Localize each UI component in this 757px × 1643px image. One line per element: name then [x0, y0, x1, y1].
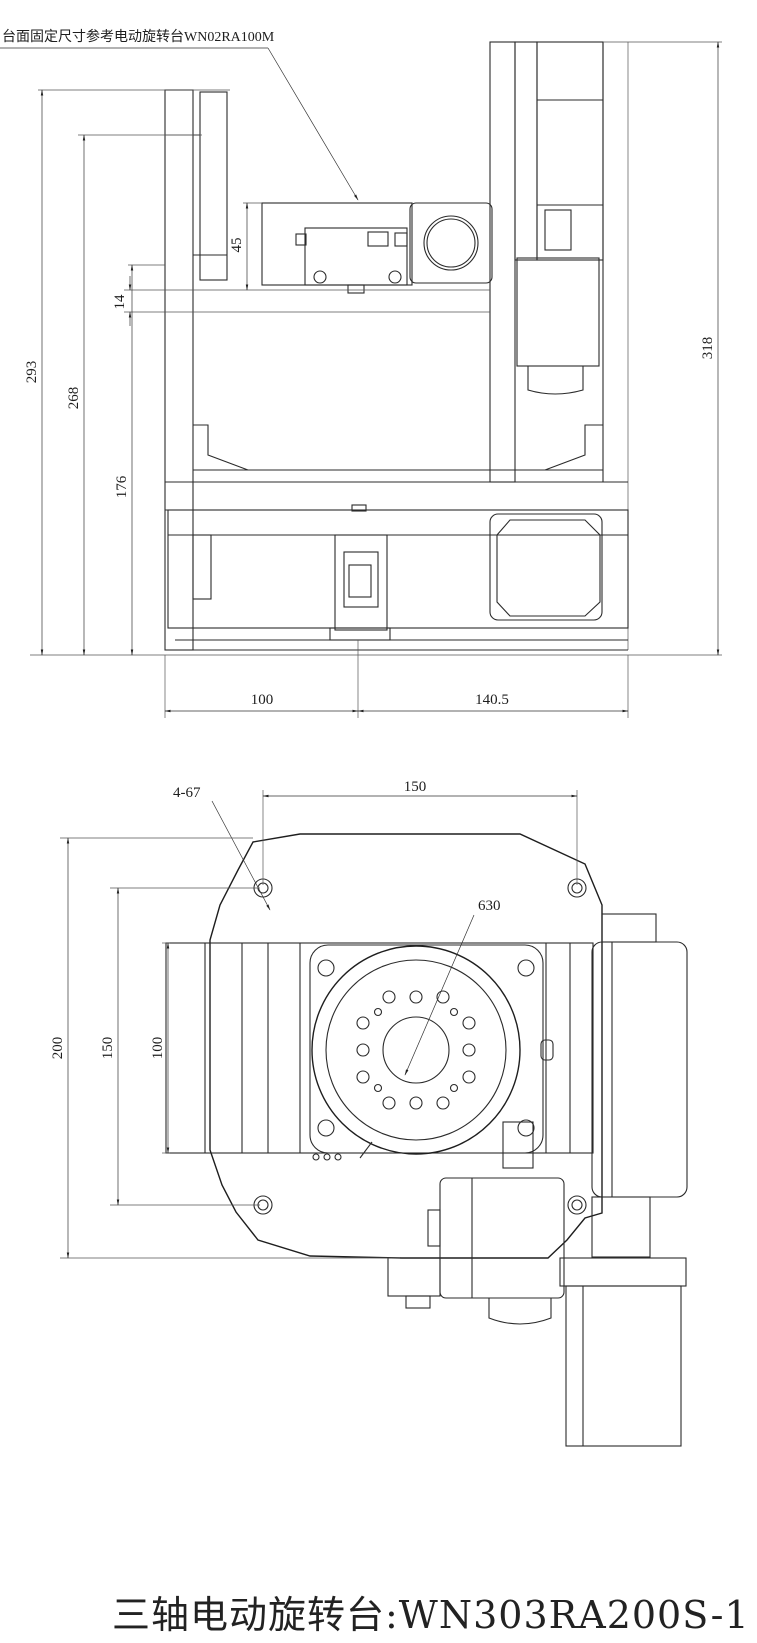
svg-text:150: 150	[100, 1037, 116, 1060]
dim-140-5: 140.5	[357, 692, 629, 713]
lower-actuator	[312, 1121, 565, 1325]
dim-100-vertical: 100	[150, 942, 170, 1154]
svg-text:176: 176	[114, 475, 130, 498]
svg-text:318: 318	[700, 337, 716, 360]
svg-text:45: 45	[229, 238, 245, 253]
dim-150-horizontal: 150	[262, 779, 578, 885]
dim-630: 630	[404, 898, 501, 1076]
corner-holes	[253, 878, 587, 1215]
plan-view: 150 4-67 630 200 150 100	[50, 779, 688, 1447]
l-bracket	[165, 424, 628, 511]
dim-100-horizontal: 100	[164, 692, 359, 713]
dim-45: 45	[229, 202, 249, 291]
dim-176: 176	[114, 264, 134, 656]
dim-14: 14	[112, 276, 132, 326]
rotation-table	[309, 944, 554, 1155]
dim-200-vertical: 200	[50, 837, 400, 1259]
right-column	[489, 41, 722, 650]
extension-lines	[30, 89, 722, 718]
side-elevation-view: 台面固定尺寸参考电动旋转台WN02RA100M	[0, 28, 722, 718]
svg-text:200: 200	[50, 1037, 66, 1060]
svg-text:293: 293	[24, 361, 40, 384]
table-holes	[356, 990, 476, 1110]
left-column	[164, 89, 228, 651]
svg-text:630: 630	[478, 898, 501, 914]
drawing-caption: 三轴电动旋转台:WN303RA200S-1	[112, 1593, 750, 1637]
svg-text:14: 14	[112, 294, 128, 310]
reference-note: 台面固定尺寸参考电动旋转台WN02RA100M	[2, 28, 275, 45]
dim-293: 293	[24, 89, 44, 656]
svg-text:150: 150	[404, 779, 427, 795]
hole-callout: 4-67	[173, 785, 271, 911]
svg-text:100: 100	[150, 1037, 166, 1060]
svg-text:4-67: 4-67	[173, 785, 201, 801]
svg-text:268: 268	[66, 387, 82, 410]
svg-text:140.5: 140.5	[475, 692, 509, 708]
dim-318: 318	[700, 41, 720, 656]
dim-268: 268	[66, 134, 86, 656]
drive-motor	[559, 913, 688, 1447]
svg-text:100: 100	[251, 692, 274, 708]
dim-150-vertical: 150	[100, 887, 260, 1206]
lower-rotation-stage	[167, 504, 629, 651]
upper-rotation-stage	[261, 202, 493, 294]
